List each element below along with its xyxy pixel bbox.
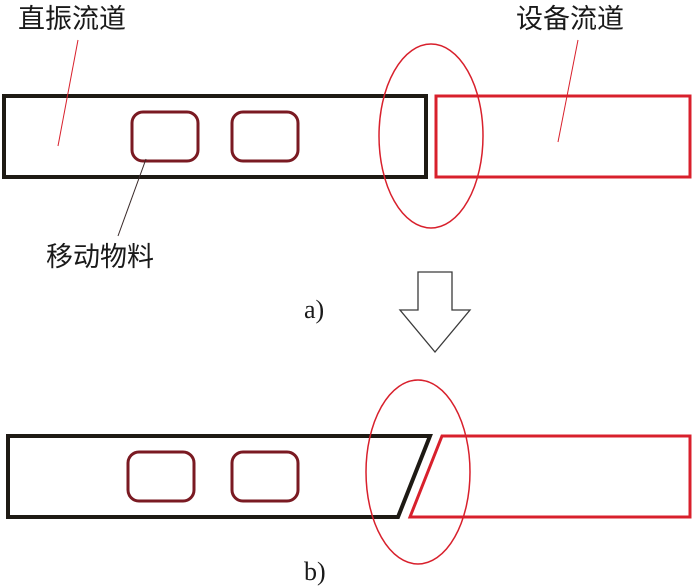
leader-line-material: [117, 158, 147, 237]
label-moving-material: 移动物料: [46, 242, 154, 273]
leader-line-vibratory: [57, 39, 79, 147]
down-arrow-icon: [398, 271, 472, 354]
vibratory-track-a: [2, 94, 428, 179]
label-panel-a: a): [304, 295, 324, 324]
label-panel-b: b): [304, 557, 326, 586]
material-item: [126, 450, 196, 503]
joint-highlight-circle: [365, 379, 471, 565]
material-item: [230, 450, 300, 503]
panel-a: 直振流道 设备流道 移动物料 a): [2, 4, 692, 324]
vibratory-track-b: [6, 434, 433, 519]
leader-line-equipment: [557, 39, 579, 143]
label-vibratory-track: 直振流道: [18, 4, 126, 35]
equipment-track-a: [434, 94, 692, 179]
material-item: [130, 110, 200, 163]
joint-highlight-circle: [378, 43, 484, 229]
material-item: [230, 110, 300, 163]
label-equipment-track: 设备流道: [516, 4, 624, 35]
equipment-track-b: [407, 434, 692, 519]
panel-b: b): [6, 379, 692, 586]
